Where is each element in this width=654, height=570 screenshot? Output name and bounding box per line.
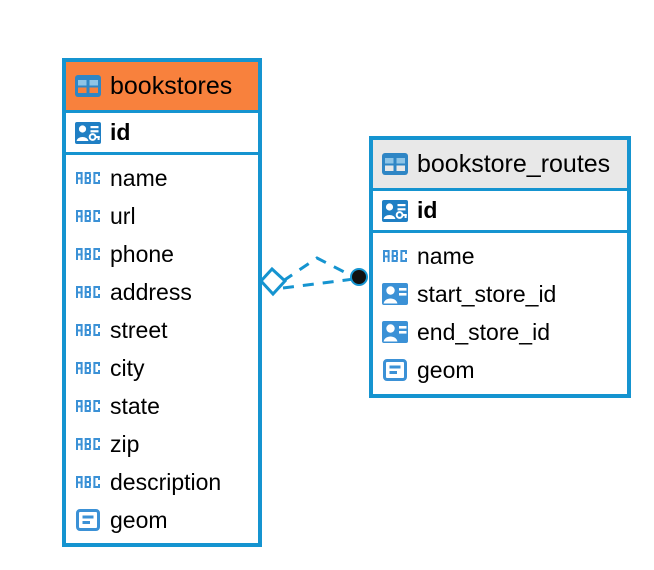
table-icon	[382, 151, 408, 177]
field-row[interactable]: end_store_id	[373, 313, 627, 351]
field-label: start_store_id	[417, 280, 557, 307]
foreign-key-icon	[382, 319, 408, 345]
field-row[interactable]: name	[373, 237, 627, 275]
diamond-icon	[258, 266, 288, 297]
field-row[interactable]: address	[66, 273, 258, 311]
abc-text-icon	[75, 203, 101, 229]
field-row[interactable]: city	[66, 349, 258, 387]
abc-text-icon	[382, 243, 408, 269]
field-label: id	[417, 197, 438, 223]
abc-text-icon	[75, 165, 101, 191]
table-icon	[75, 73, 101, 99]
field-label: state	[110, 392, 160, 419]
primary-key-icon	[382, 198, 408, 224]
entity-bookstore-routes[interactable]: bookstore_routes id	[369, 136, 631, 398]
field-label: id	[110, 119, 131, 145]
field-label: address	[110, 278, 192, 305]
field-label: city	[110, 354, 145, 381]
field-label: geom	[417, 356, 475, 383]
geometry-icon	[75, 507, 101, 533]
field-label: name	[110, 164, 168, 191]
field-row[interactable]: phone	[66, 235, 258, 273]
field-label: name	[417, 242, 475, 269]
field-label: street	[110, 316, 168, 343]
field-label: geom	[110, 506, 168, 533]
entity-title: bookstores	[110, 71, 233, 100]
field-row[interactable]: url	[66, 197, 258, 235]
relationship-line-lower	[282, 277, 355, 290]
abc-text-icon	[75, 279, 101, 305]
entity-header-bookstores: bookstores	[66, 62, 258, 110]
abc-text-icon	[75, 355, 101, 381]
field-row[interactable]: geom	[66, 501, 258, 539]
entity-title: bookstore_routes	[417, 149, 611, 178]
field-list: name	[66, 155, 258, 545]
field-row[interactable]: id	[373, 188, 627, 233]
field-label: description	[110, 468, 222, 495]
field-row[interactable]: state	[66, 387, 258, 425]
foreign-key-icon	[382, 281, 408, 307]
field-row[interactable]: start_store_id	[373, 275, 627, 313]
field-row[interactable]: name	[66, 159, 258, 197]
primary-key-icon	[75, 120, 101, 146]
abc-text-icon	[75, 393, 101, 419]
field-row[interactable]: street	[66, 311, 258, 349]
geometry-icon	[382, 357, 408, 383]
entity-header-bookstore-routes: bookstore_routes	[373, 140, 627, 188]
field-list: name start_store_id	[373, 233, 627, 395]
filled-circle-icon	[350, 268, 368, 286]
abc-text-icon	[75, 431, 101, 457]
relationship-line-upper	[282, 256, 355, 283]
field-label: end_store_id	[417, 318, 550, 345]
field-row[interactable]: description	[66, 463, 258, 501]
field-label: zip	[110, 430, 140, 457]
abc-text-icon	[75, 241, 101, 267]
field-row[interactable]: zip	[66, 425, 258, 463]
entity-bookstores[interactable]: bookstores id	[62, 58, 262, 547]
field-row[interactable]: id	[66, 110, 258, 155]
abc-text-icon	[75, 317, 101, 343]
field-label: url	[110, 202, 136, 229]
field-row[interactable]: geom	[373, 351, 627, 389]
abc-text-icon	[75, 469, 101, 495]
field-label: phone	[110, 240, 174, 267]
